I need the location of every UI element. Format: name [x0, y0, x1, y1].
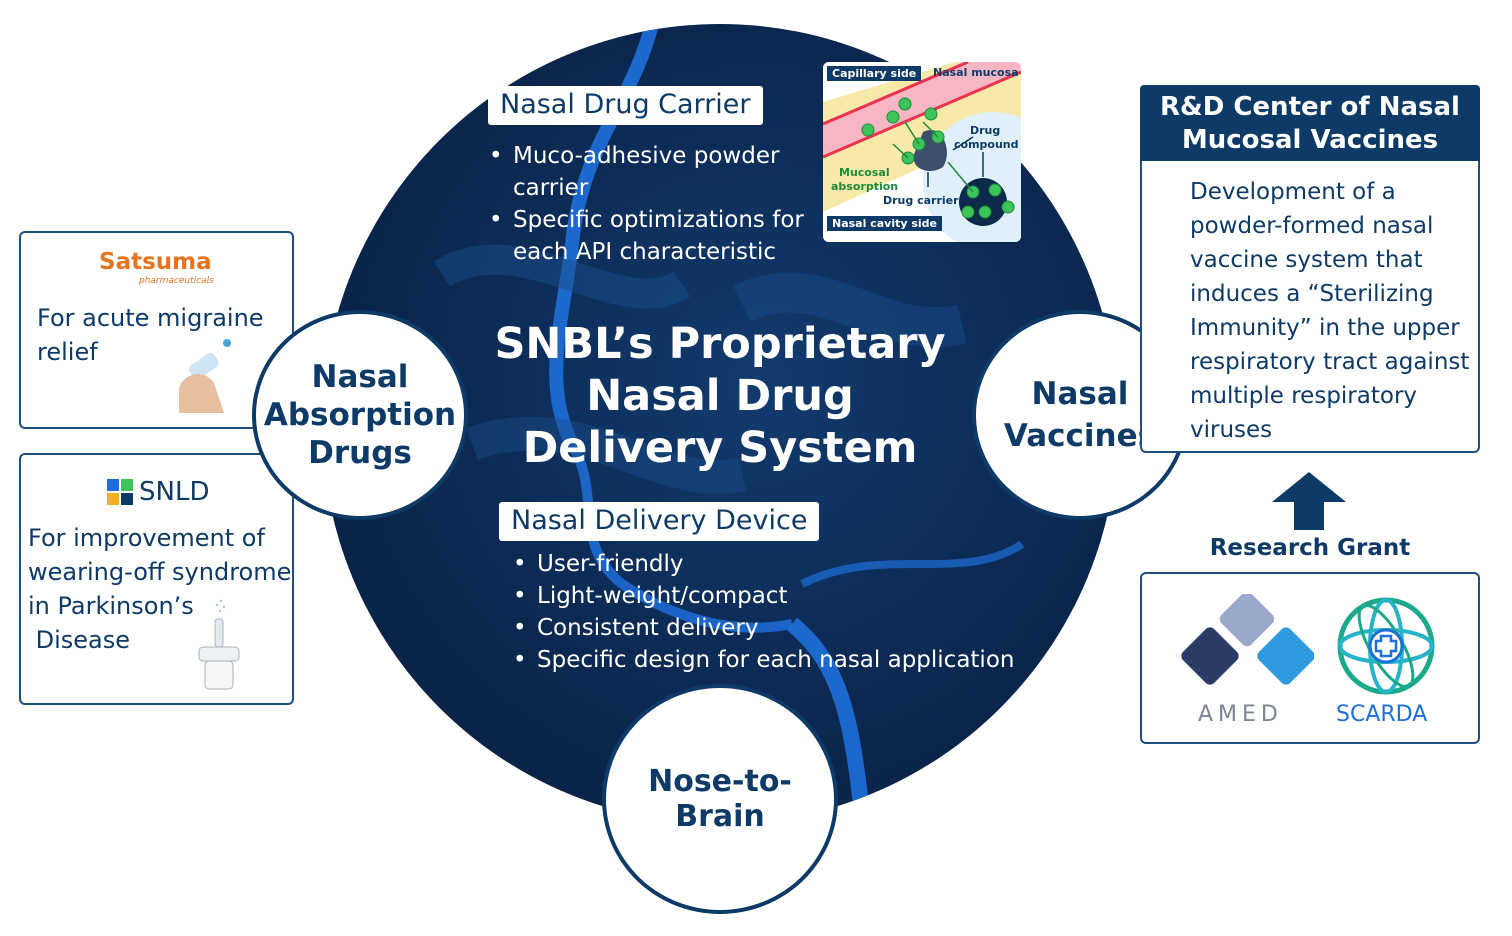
center-title: SNBL’s Proprietary Nasal Drug Delivery S…: [450, 318, 990, 474]
drug-carrier-label: Drug carrier: [883, 194, 959, 207]
node-label-line: Nasal: [1031, 376, 1129, 412]
node-label-line: Vaccines: [1003, 418, 1157, 454]
rd-center-body: [1140, 161, 1480, 453]
nasal-cavity-side-label: Nasal cavity side: [827, 216, 942, 231]
nasal-drug-carrier-tag: Nasal Drug Carrier: [488, 86, 763, 125]
satsuma-text-line: For acute migraine: [37, 304, 264, 332]
grant-logos-box: AMED SCARDA: [1140, 572, 1480, 744]
device-bullet: Light-weight/compact: [513, 580, 1033, 612]
node-label-line: Nasal: [311, 359, 409, 395]
device-bullets: User-friendly Light-weight/compact Consi…: [513, 548, 1033, 676]
nasal-device-icon: [198, 599, 240, 690]
drug-carrier-diagram: Capillary side Nasal mucosa Drug compoun…: [823, 62, 1021, 242]
carrier-bullet: Specific optimizations for each API char…: [489, 204, 819, 268]
scarda-logo-icon: [1337, 597, 1435, 695]
device-bullet: User-friendly: [513, 548, 1033, 580]
rd-line: Development of a: [1190, 179, 1396, 205]
rd-line: Immunity” in the upper: [1190, 315, 1460, 341]
drug-compound-label: Drug: [970, 124, 1001, 137]
node-label-line: Absorption: [263, 397, 457, 433]
scarda-logo-text: SCARDA: [1336, 702, 1428, 727]
capillary-side-label: Capillary side: [827, 66, 922, 81]
carrier-bullets: Muco-adhesive powder carrier Specific op…: [489, 140, 819, 268]
satsuma-logo-sub: pharmaceuticals: [139, 276, 214, 286]
rd-line: vaccine system that: [1190, 247, 1423, 273]
carrier-bullet: Muco-adhesive powder carrier: [489, 140, 819, 204]
device-bullet: Specific design for each nasal applicati…: [513, 644, 1033, 676]
center-title-line: SNBL’s Proprietary: [494, 319, 946, 369]
snld-logo-text: SNLD: [139, 477, 210, 507]
snld-text-line: For improvement of: [28, 524, 265, 552]
carrier-bullet-line: Specific optimizations for: [513, 207, 804, 233]
snld-logo-icon: [107, 479, 133, 505]
up-arrow-icon: [1272, 472, 1346, 530]
satsuma-text-line: relief: [37, 338, 98, 366]
satsuma-logo: Satsuma: [99, 249, 212, 275]
satsuma-box: Satsuma pharmaceuticals For acute migrai…: [19, 231, 294, 429]
center-title-line: Delivery System: [522, 423, 918, 473]
snld-text-line: in Parkinson’s: [28, 592, 194, 620]
mucosal-absorption-label: Mucosal: [839, 166, 890, 179]
rd-line: respiratory tract against: [1190, 349, 1470, 375]
rd-line: multiple respiratory: [1190, 383, 1418, 409]
rd-header-line: Mucosal Vaccines: [1181, 125, 1439, 155]
rd-center-header: R&D Center of Nasal Mucosal Vaccines: [1140, 85, 1480, 163]
rd-line: induces a “Sterilizing: [1190, 281, 1434, 307]
nasal-mucosa-label: Nasal mucosa: [933, 66, 1019, 79]
center-title-line: Nasal Drug: [586, 371, 854, 421]
snld-text-line: Disease: [28, 626, 131, 654]
rd-description: Development of a powder-formed nasal vac…: [1190, 175, 1475, 447]
carrier-bullet-line: each API characteristic: [513, 239, 777, 265]
nasal-delivery-device-tag: Nasal Delivery Device: [499, 502, 820, 541]
device-bullet: Consistent delivery: [513, 612, 1033, 644]
amed-logo-text: AMED: [1198, 702, 1283, 727]
rd-header-line: R&D Center of Nasal: [1160, 92, 1460, 122]
carrier-bullet-line: Muco-adhesive powder: [513, 143, 780, 169]
nasal-spray-hand-icon: [179, 339, 231, 413]
satsuma-text: For acute migraine relief: [37, 301, 264, 369]
carrier-bullet-line: carrier: [513, 175, 589, 201]
nose-to-brain-node: Nose-to-Brain: [602, 684, 838, 914]
snld-box: SNLD For improvement of wearing-off synd…: [19, 453, 294, 705]
satsuma-logo-text: Satsuma: [99, 249, 212, 275]
drug-compound-label: compound: [954, 138, 1019, 151]
node-label-line: Nose-to-Brain: [648, 764, 792, 834]
rd-line: powder-formed nasal: [1190, 213, 1434, 239]
node-label-line: Drugs: [308, 435, 412, 471]
snld-text-line: wearing-off syndrome: [28, 558, 292, 586]
research-grant-label: Research Grant: [1209, 535, 1411, 561]
mucosal-absorption-label: absorption: [831, 180, 899, 193]
snld-text: For improvement of wearing-off syndrome …: [28, 521, 291, 657]
nasal-absorption-drugs-node: Nasal Absorption Drugs: [252, 310, 468, 520]
rd-line: viruses: [1190, 417, 1273, 443]
amed-logo-icon: [1181, 594, 1314, 685]
